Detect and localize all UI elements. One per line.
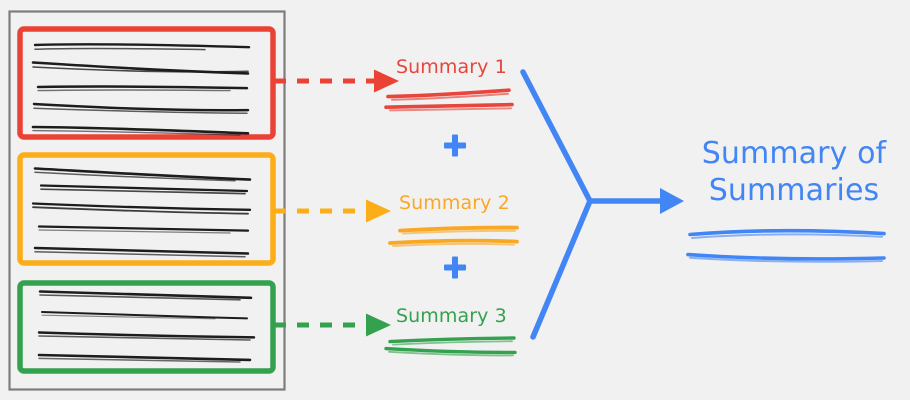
summary-1-label: Summary 1 <box>396 56 507 78</box>
chunk-3-text-lines <box>37 290 256 363</box>
chunk-3-to-summary-arrow <box>274 313 391 337</box>
source-documents-container <box>8 10 286 391</box>
plus-icon-2 <box>444 256 466 279</box>
summary-of-summaries-line-1: Summary of <box>701 136 887 171</box>
document-chunk-2[interactable] <box>17 152 276 266</box>
summary-of-summaries-line-2: Summaries <box>708 172 880 208</box>
summary-3-underline <box>384 336 517 357</box>
summary-2-label: Summary 2 <box>399 192 510 214</box>
plus-icon-1 <box>444 134 466 157</box>
summary-of-summaries-label: Summary of Summaries <box>694 136 894 209</box>
merge-arrowhead <box>660 188 684 214</box>
chunk-1-to-summary-arrow <box>274 69 399 93</box>
document-chunk-3[interactable] <box>17 280 276 374</box>
merge-connector <box>520 69 667 340</box>
chunk-1-text-lines <box>31 43 251 136</box>
summary-1-underline <box>384 88 514 112</box>
chunk-2-to-summary-arrow <box>274 199 391 223</box>
chunk-2-text-lines <box>31 167 252 258</box>
summary-3-label: Summary 3 <box>396 305 507 327</box>
final-summary-underline <box>686 228 886 263</box>
summary-2-underline <box>388 225 519 247</box>
document-chunk-1[interactable] <box>17 26 276 140</box>
